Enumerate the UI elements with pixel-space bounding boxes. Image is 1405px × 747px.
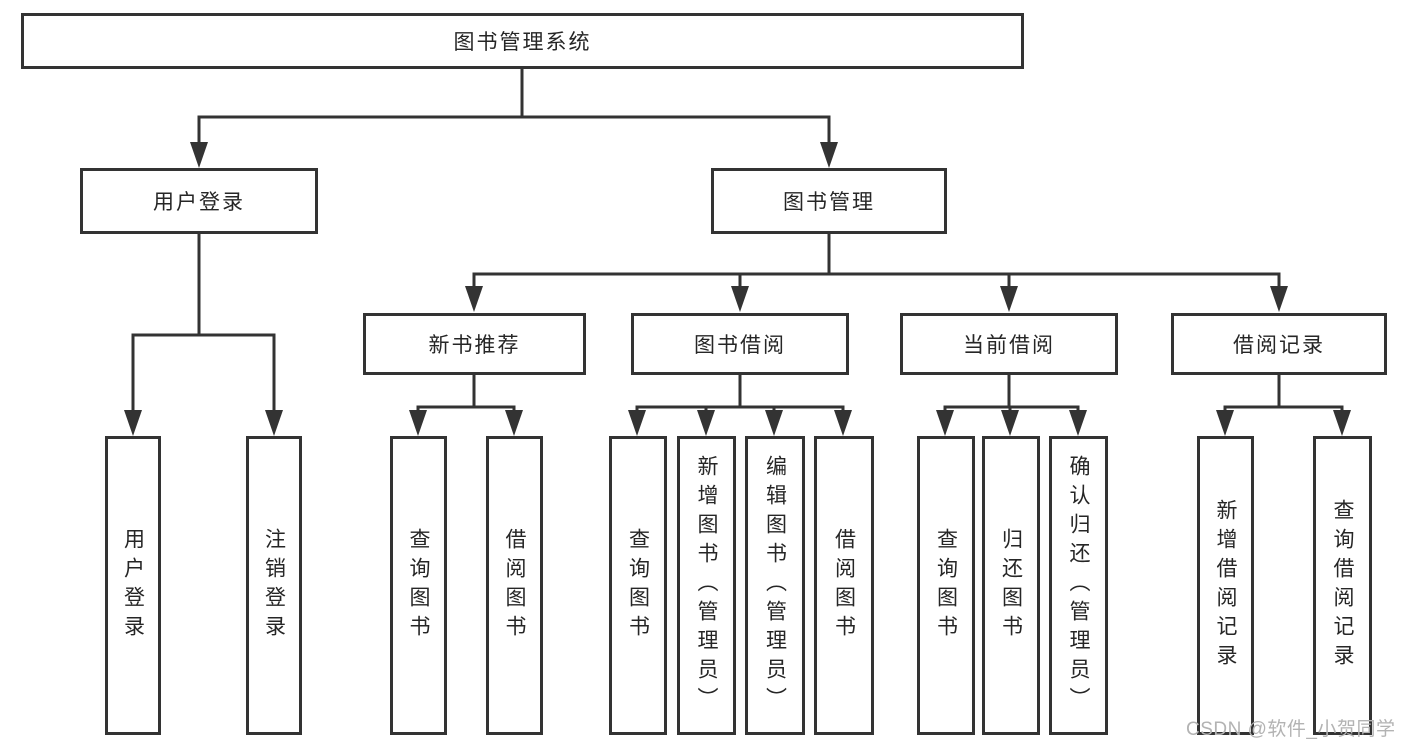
- node-leaf-borrow-books: 借阅图书: [814, 436, 874, 735]
- node-leaf-logout: 注销登录: [246, 436, 302, 735]
- node-user-login-branch: 用户登录: [80, 168, 318, 234]
- node-library-management-system-label: 图书管理系统: [453, 31, 592, 54]
- node-leaf-query-books-borrowing-label: 查询图书: [626, 527, 650, 644]
- node-book-borrowing: 图书借阅: [631, 313, 849, 375]
- csdn-watermark: CSDN @软件_小贺同学: [1186, 719, 1396, 740]
- node-leaf-query-books-recommend: 查询图书: [390, 436, 447, 735]
- node-leaf-logout-label: 注销登录: [262, 527, 286, 644]
- node-user-login-branch-label: 用户登录: [153, 191, 245, 214]
- node-borrowing-records-label: 借阅记录: [1233, 334, 1325, 357]
- node-leaf-query-books-current-label: 查询图书: [934, 527, 958, 644]
- node-leaf-edit-books-admin-label: 编辑图书（管理员）: [763, 455, 787, 716]
- node-leaf-add-borrow-record-label: 新增借阅记录: [1214, 498, 1237, 673]
- node-leaf-add-books-admin: 新增图书（管理员）: [677, 436, 736, 735]
- node-leaf-add-books-admin-label: 新增图书（管理员）: [695, 455, 718, 716]
- node-borrowing-records: 借阅记录: [1171, 313, 1387, 375]
- node-book-borrowing-label: 图书借阅: [694, 334, 786, 357]
- node-leaf-add-borrow-record: 新增借阅记录: [1197, 436, 1254, 735]
- node-leaf-user-login-label: 用户登录: [121, 527, 145, 644]
- node-leaf-query-borrow-record: 查询借阅记录: [1313, 436, 1372, 735]
- node-new-book-recommendation-label: 新书推荐: [428, 334, 521, 357]
- node-current-borrowing-label: 当前借阅: [963, 334, 1055, 357]
- node-leaf-confirm-return-admin-label: 确认归还（管理员）: [1067, 455, 1090, 716]
- node-leaf-return-books-label: 归还图书: [999, 527, 1023, 644]
- node-leaf-borrow-books-recommend-label: 借阅图书: [503, 527, 526, 644]
- node-leaf-borrow-books-recommend: 借阅图书: [486, 436, 543, 735]
- node-leaf-return-books: 归还图书: [982, 436, 1040, 735]
- node-leaf-query-books-current: 查询图书: [917, 436, 975, 735]
- node-leaf-query-books-recommend-label: 查询图书: [407, 527, 430, 644]
- node-leaf-edit-books-admin: 编辑图书（管理员）: [745, 436, 805, 735]
- node-current-borrowing: 当前借阅: [900, 313, 1118, 375]
- node-book-management-branch: 图书管理: [711, 168, 947, 234]
- node-leaf-borrow-books-label: 借阅图书: [832, 527, 856, 644]
- node-leaf-query-books-borrowing: 查询图书: [609, 436, 667, 735]
- node-library-management-system: 图书管理系统: [21, 13, 1024, 69]
- node-leaf-confirm-return-admin: 确认归还（管理员）: [1049, 436, 1108, 735]
- node-book-management-branch-label: 图书管理: [783, 191, 875, 214]
- node-leaf-user-login: 用户登录: [105, 436, 161, 735]
- arrowheads-group: [124, 142, 1351, 436]
- node-leaf-query-borrow-record-label: 查询借阅记录: [1331, 498, 1354, 673]
- node-new-book-recommendation: 新书推荐: [363, 313, 586, 375]
